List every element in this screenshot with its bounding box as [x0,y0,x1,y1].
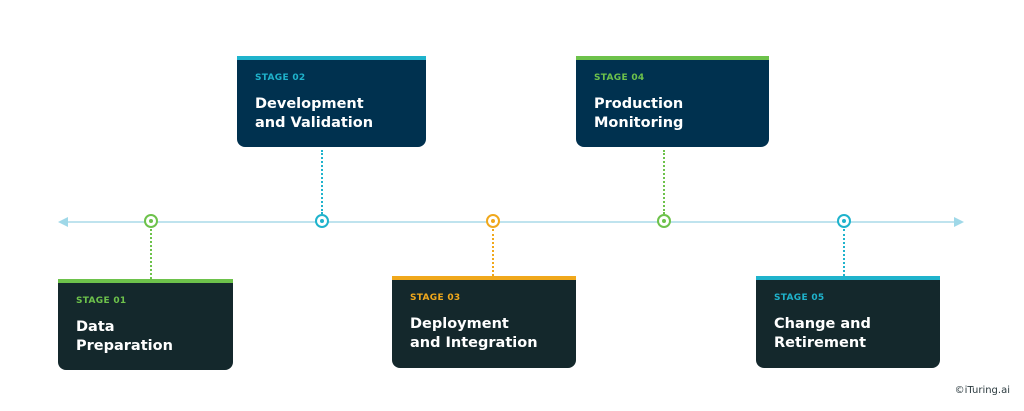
stage-02-label: STAGE 02 [255,73,306,83]
stage-04-marker-icon [657,214,671,228]
stage-01-card: STAGE 01 Data Preparation [58,279,233,370]
stage-03-title: Deployment and Integration [410,316,538,351]
stage-02-card: STAGE 02 Development and Validation [237,56,426,147]
stage-02-connector [321,150,323,214]
timeline-arrow-left-icon [58,217,68,227]
stage-04-connector [663,150,665,214]
stage-03-connector [492,229,494,276]
stage-01-marker-icon [144,214,158,228]
stage-03-card: STAGE 03 Deployment and Integration [392,276,576,368]
stage-05-connector [843,229,845,276]
stage-05-card: STAGE 05 Change and Retirement [756,276,940,368]
copyright-credit: ©iTuring.ai [954,385,1010,396]
stage-02-title: Development and Validation [255,96,374,131]
stage-01-title: Data Preparation [76,319,173,354]
stage-05-marker-icon [837,214,851,228]
stage-04-card: STAGE 04 Production Monitoring [576,56,769,147]
stage-05-title: Change and Retirement [774,316,871,351]
stage-03-marker-icon [486,214,500,228]
stage-01-label: STAGE 01 [76,296,127,306]
stage-04-title: Production Monitoring [594,96,684,131]
stage-04-label: STAGE 04 [594,73,645,83]
timeline-arrow-right-icon [954,217,964,227]
stage-03-label: STAGE 03 [410,293,461,303]
timeline-axis [68,221,956,223]
stage-02-marker-icon [315,214,329,228]
stage-01-connector [150,229,152,279]
stage-05-label: STAGE 05 [774,293,825,303]
